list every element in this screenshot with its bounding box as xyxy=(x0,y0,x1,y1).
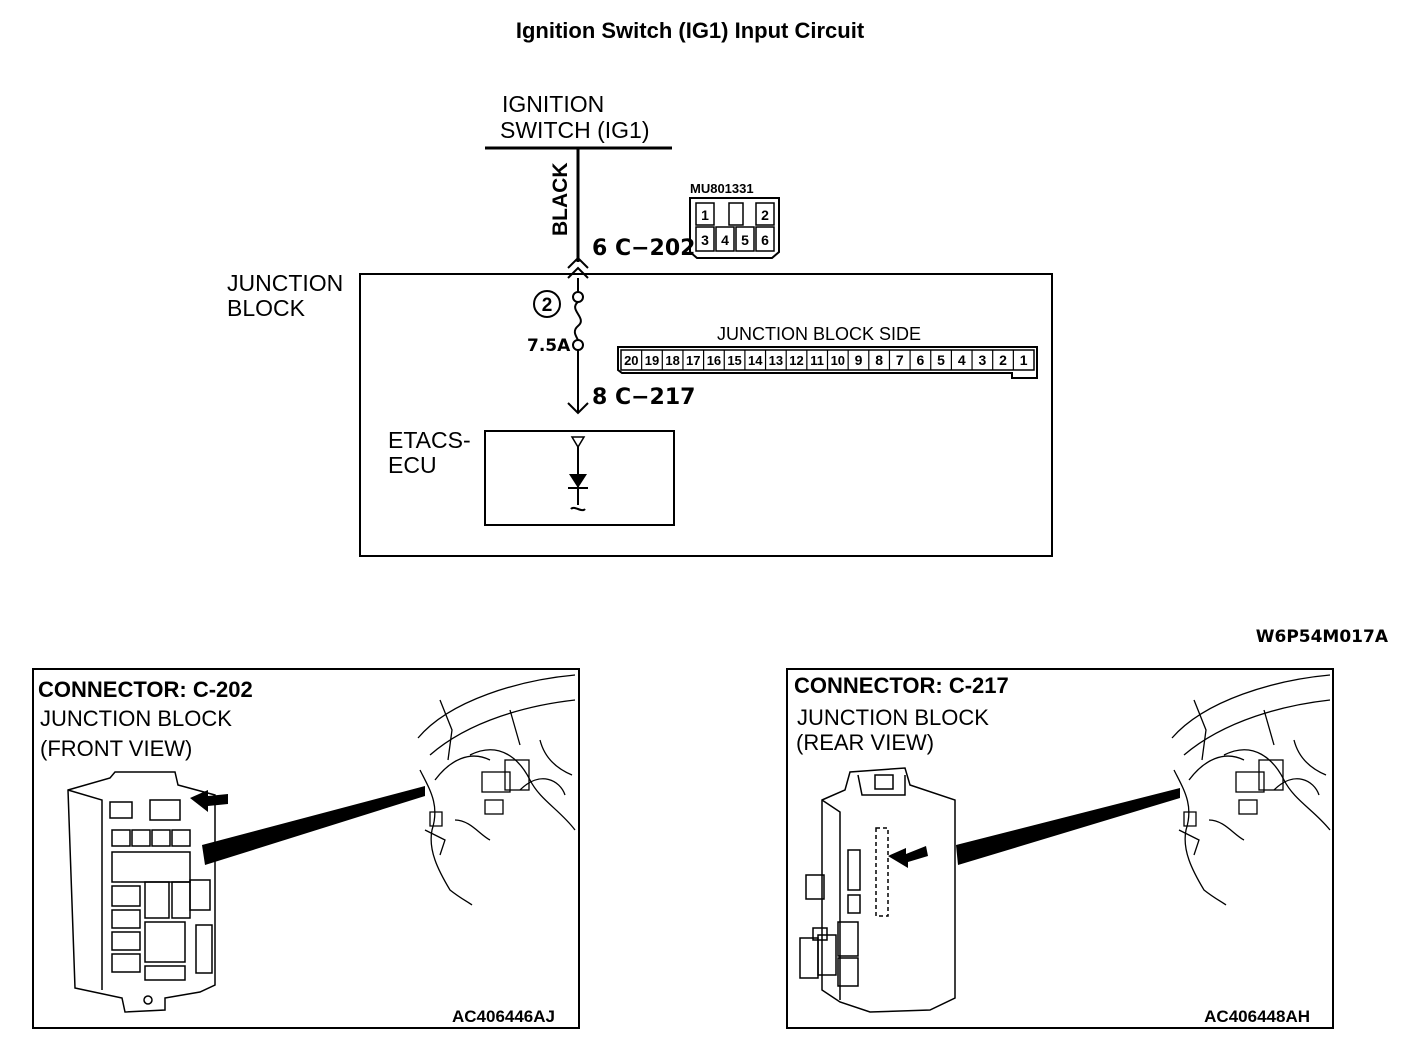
c202-pin-4: 4 xyxy=(721,232,729,248)
c217-label: 8 C−217 xyxy=(592,385,695,410)
etacs-label-1: ETACS- xyxy=(388,427,471,453)
jb-pin-20: 20 xyxy=(624,353,638,368)
c202-panel-line1: JUNCTION BLOCK xyxy=(40,706,232,731)
diagram-code: W6P54M017A xyxy=(1256,627,1389,647)
jb-pin-12: 12 xyxy=(789,353,803,368)
jb-pin-8: 8 xyxy=(875,352,883,368)
c202-panel-title: CONNECTOR: C-202 xyxy=(38,677,253,702)
junction-block-rear-illustration xyxy=(799,767,956,1013)
jb-pin-17: 17 xyxy=(686,353,700,368)
c202-connector-face xyxy=(689,197,780,259)
c202-dashboard-illustration xyxy=(417,674,576,906)
jb-pin-19: 19 xyxy=(645,353,659,368)
c202-label: 6 C−202 xyxy=(592,236,695,261)
jb-pin-6: 6 xyxy=(917,352,925,368)
c202-location-panel xyxy=(32,668,580,1029)
ignition-switch-label-1: IGNITION xyxy=(502,91,604,117)
c202-pin-1: 1 xyxy=(701,207,709,223)
fuse-number: 2 xyxy=(542,295,553,316)
junction-block-outline xyxy=(359,273,1053,557)
wire-color-label: BLACK xyxy=(549,163,572,237)
etacs-ecu-box xyxy=(484,430,675,526)
jb-pin-10: 10 xyxy=(831,353,845,368)
jb-pin-9: 9 xyxy=(855,352,863,368)
junction-block-front-illustration xyxy=(67,771,216,1013)
c202-panel-code: AC406446AJ xyxy=(452,1007,555,1026)
etacs-input-symbol xyxy=(568,436,588,512)
junction-block-label-2: BLOCK xyxy=(227,295,306,321)
jb-pin-13: 13 xyxy=(769,353,783,368)
junction-block-label-1: JUNCTION xyxy=(227,270,343,296)
c217-chevron xyxy=(567,402,589,415)
c217-panel-code: AC406448AH xyxy=(1204,1007,1310,1026)
jb-pin-15: 15 xyxy=(727,353,741,368)
c202-pin-2: 2 xyxy=(761,207,769,223)
jb-pin-18: 18 xyxy=(665,353,679,368)
jb-side-label: JUNCTION BLOCK SIDE xyxy=(717,324,921,344)
jb-pin-2: 2 xyxy=(999,352,1007,368)
c202-callout-beam xyxy=(202,786,425,865)
jb-pin-7: 7 xyxy=(896,352,904,368)
c217-location-panel xyxy=(786,668,1334,1029)
etacs-label-2: ECU xyxy=(388,452,437,478)
c217-panel-title: CONNECTOR: C-217 xyxy=(794,673,1009,698)
fuse-symbol xyxy=(572,291,584,351)
c217-callout-beam xyxy=(956,788,1180,865)
jb-pin-5: 5 xyxy=(937,352,945,368)
c217-pointer-arrow xyxy=(888,846,928,868)
c202-pin-6: 6 xyxy=(761,232,769,248)
fuse-rating: 7.5A xyxy=(527,336,571,356)
diagram-title: Ignition Switch (IG1) Input Circuit xyxy=(516,18,865,43)
c217-dashboard-illustration xyxy=(1171,674,1331,906)
jb-pin-14: 14 xyxy=(748,353,763,368)
c202-pin-3: 3 xyxy=(701,232,709,248)
c202-pin-5: 5 xyxy=(741,232,749,248)
jb-pin-3: 3 xyxy=(978,352,986,368)
jb-pin-4: 4 xyxy=(958,352,966,368)
jb-pin-11: 11 xyxy=(810,353,824,368)
jb-pin-16: 16 xyxy=(707,353,721,368)
c202-pointer-arrow xyxy=(190,790,228,812)
c202-chevron-top xyxy=(567,256,589,269)
fuse-number-circle xyxy=(533,290,561,318)
c217-panel-line1: JUNCTION BLOCK xyxy=(797,705,989,730)
jb-pin-1: 1 xyxy=(1020,352,1028,368)
ignition-switch-label-2: SWITCH (IG1) xyxy=(500,117,650,143)
connector-part-number: MU801331 xyxy=(690,181,754,196)
c217-panel-line2: (REAR VIEW) xyxy=(796,730,934,755)
c202-panel-line2: (FRONT VIEW) xyxy=(40,736,192,761)
